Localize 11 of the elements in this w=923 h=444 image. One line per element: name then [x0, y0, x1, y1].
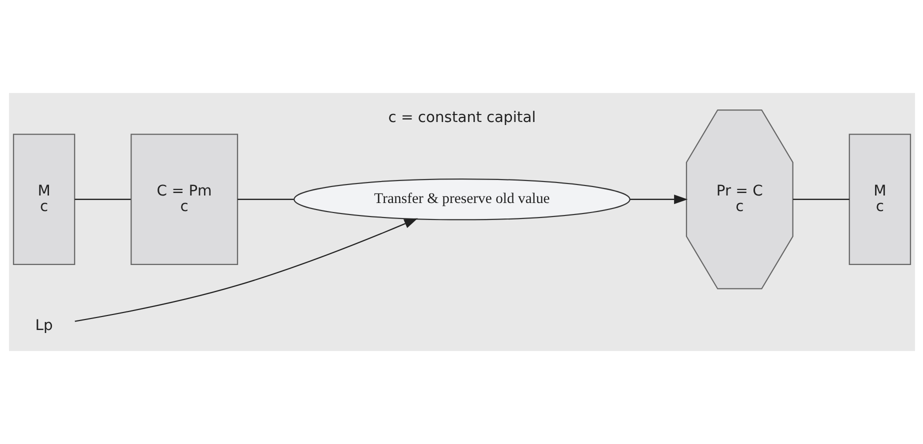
- connector: [74, 198, 130, 200]
- arrow: [630, 194, 688, 204]
- node-ellipse: Transfer & preserve old value: [293, 178, 630, 220]
- node-box: C = Pm c: [130, 134, 238, 265]
- node-text: Lp: [34, 316, 52, 334]
- label: c = constant capital: [388, 108, 536, 126]
- node-box: M c: [848, 134, 911, 265]
- connector: [237, 198, 294, 200]
- node-box: M c: [12, 134, 75, 265]
- connector: [792, 198, 849, 200]
- arrow: [74, 218, 418, 322]
